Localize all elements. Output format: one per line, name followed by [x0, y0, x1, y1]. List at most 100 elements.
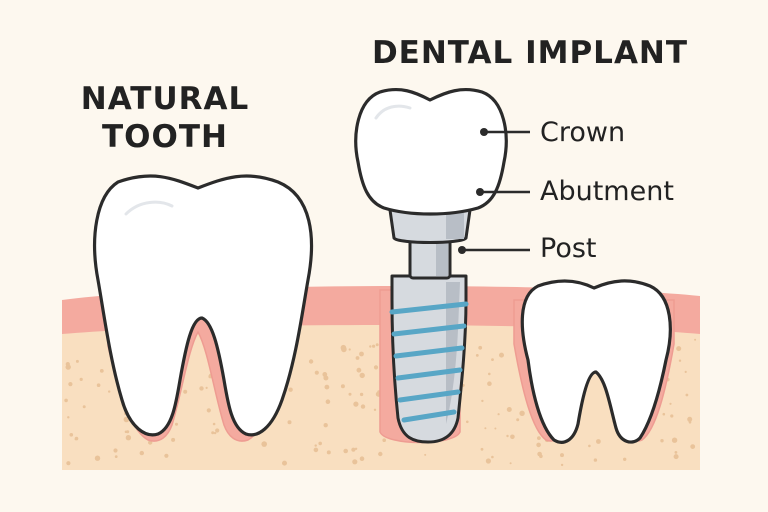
bone-dot — [359, 456, 365, 462]
bone-dot — [516, 418, 520, 422]
bone-dot — [359, 372, 365, 379]
bone-dot — [487, 381, 492, 387]
bone-dot — [424, 453, 427, 456]
leader-crown — [480, 128, 530, 136]
bone-dot — [497, 413, 500, 416]
bone-dot — [536, 442, 541, 448]
dental-implant-title: DENTAL IMPLANT — [371, 35, 689, 71]
bone-dot — [325, 399, 331, 405]
implant-thread — [401, 409, 457, 423]
bone-dot — [69, 433, 74, 437]
bone-dot — [212, 422, 216, 426]
bone-dot — [175, 422, 178, 426]
bone-dot — [509, 462, 512, 465]
bone-dot — [372, 344, 376, 348]
bone-dot — [688, 421, 692, 424]
bone-dot — [199, 386, 204, 391]
bone-dot — [205, 386, 208, 389]
bone-dot — [660, 439, 664, 443]
natural-title-line-1: NATURAL — [80, 81, 250, 117]
bone-dot — [491, 358, 494, 361]
bone-dot — [113, 448, 118, 453]
bone-dot — [324, 384, 330, 390]
bone-dot — [662, 412, 666, 416]
bone-dot — [82, 405, 86, 409]
bone-dot — [323, 375, 329, 381]
bone-dot — [126, 430, 130, 434]
bone-dot — [481, 399, 484, 403]
bone-dot — [164, 453, 169, 458]
bone-dot — [318, 441, 323, 446]
leader-abutment — [476, 188, 530, 196]
bone-dot — [313, 447, 319, 453]
bone-dot — [488, 372, 491, 376]
bone-dot — [685, 393, 689, 397]
bone-dot — [99, 369, 104, 373]
bone-dot — [353, 401, 359, 407]
bone-dot — [674, 451, 678, 454]
implant-thread — [389, 301, 469, 315]
bone-dot — [356, 367, 362, 373]
bone-dot — [183, 389, 188, 394]
label-post: Post — [540, 233, 597, 264]
bone-dot — [308, 359, 314, 364]
bone-dot — [670, 414, 674, 418]
bone-dot — [114, 455, 118, 458]
bone-dot — [375, 343, 379, 347]
bone-dot — [684, 370, 687, 373]
bone-dot — [485, 458, 491, 464]
abutment-shade — [446, 213, 464, 239]
bone-dot — [343, 448, 349, 454]
natural-tooth — [93, 174, 314, 437]
leader-post — [458, 246, 530, 254]
bone-dot — [340, 344, 347, 351]
bone-dot — [671, 437, 678, 443]
bone-dot — [491, 455, 494, 459]
bone-dot — [75, 359, 79, 363]
bone-dot — [206, 408, 211, 413]
bone-dot — [351, 447, 356, 452]
bone-dot — [96, 383, 101, 388]
implant-threads — [389, 301, 469, 423]
bone-dot — [373, 365, 379, 370]
bone-dot — [506, 407, 512, 412]
bone-dot — [499, 352, 504, 358]
bone-dot — [355, 356, 360, 360]
bone-dot — [348, 348, 351, 351]
implant-thread — [393, 345, 465, 359]
bone-dot — [382, 438, 387, 443]
bone-dot — [261, 441, 268, 447]
bone-dot — [669, 402, 672, 405]
bone-dot — [360, 404, 366, 409]
bone-dot — [506, 434, 509, 438]
bone-dot — [560, 463, 564, 467]
abutment-neck-shade — [436, 240, 448, 276]
bone-dot — [510, 434, 515, 440]
bone-dot — [125, 435, 132, 441]
natural-tooth-highlight — [124, 200, 174, 216]
bone-dot — [139, 450, 144, 456]
bone-dot — [593, 458, 598, 462]
bone-dot — [66, 461, 71, 466]
bone-dot — [323, 423, 328, 428]
bone-dot — [94, 455, 101, 461]
label-abutment: Abutment — [540, 176, 674, 207]
label-crown: Crown — [540, 117, 626, 148]
bone-dot — [687, 416, 693, 422]
bone-dot — [314, 444, 317, 447]
bone-dot — [519, 410, 525, 416]
bone-dot — [282, 460, 287, 466]
bone-dot — [171, 437, 176, 442]
implant-thread — [397, 389, 461, 403]
bone-dot — [588, 444, 591, 448]
bone-dot — [64, 398, 68, 403]
implant-crown — [354, 87, 508, 216]
implant-thread — [395, 367, 463, 381]
bone-dot — [359, 351, 364, 357]
bone-dot — [673, 454, 679, 460]
bone-dot — [359, 392, 364, 397]
bone-dot — [326, 450, 331, 455]
bone-dot — [560, 453, 564, 458]
bone-dot — [65, 364, 71, 370]
